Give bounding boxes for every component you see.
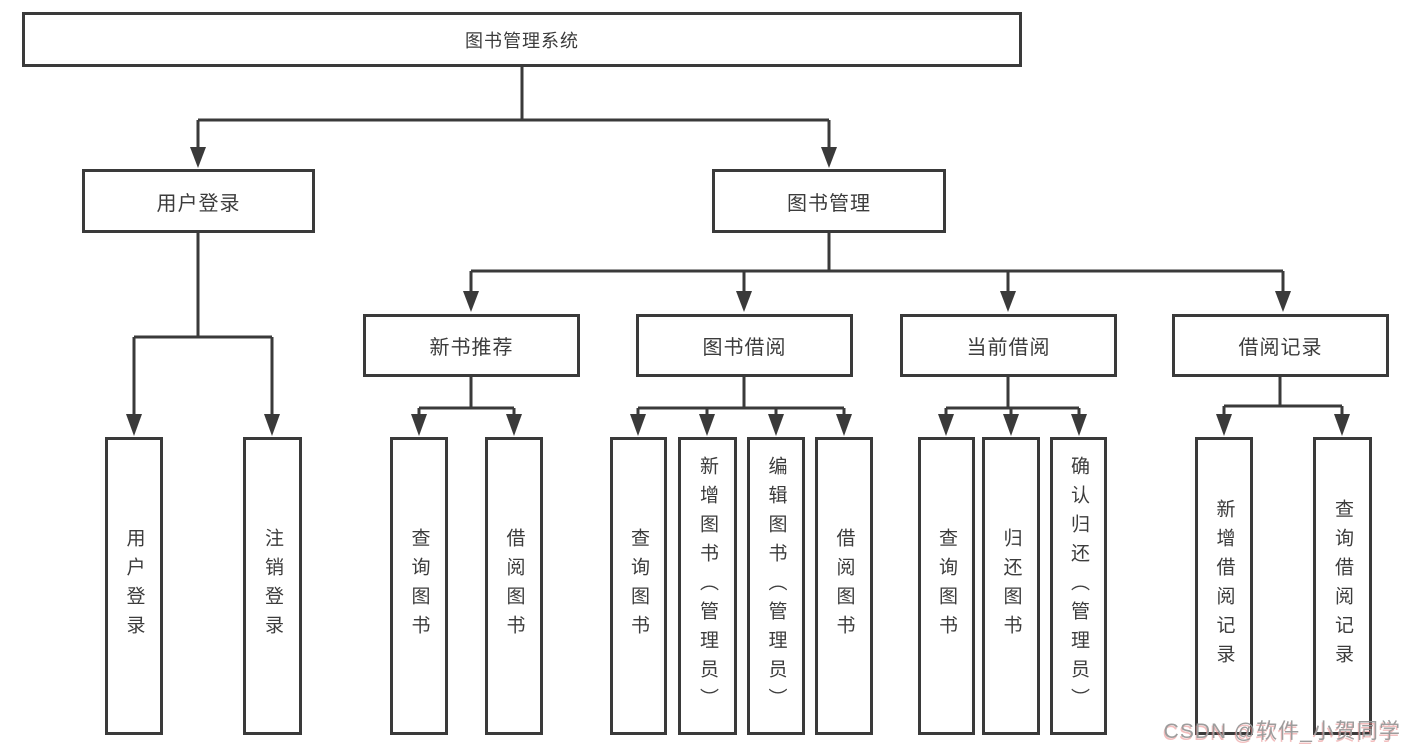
leaf-add-book-admin-label: 新增图书（管理员） [697,455,718,717]
leaf-query-borrow-record-label: 查询借阅记录 [1332,499,1353,673]
csdn-watermark: CSDN @软件_小贺同学 [1163,720,1401,743]
arrowheads [126,147,1350,436]
leaf-logout: 注销登录 [243,437,302,735]
leaf-recommend-borrow-book: 借阅图书 [485,437,543,735]
leaf-return-book: 归还图书 [982,437,1040,735]
leaf-borrow-borrow-book-label: 借阅图书 [833,528,855,644]
node-book-management-label: 图书管理 [787,192,871,215]
leaf-recommend-borrow-book-label: 借阅图书 [503,528,525,644]
node-user-login-label: 用户登录 [156,192,241,215]
node-new-book-recommend: 新书推荐 [363,314,580,377]
leaf-borrow-query-book: 查询图书 [610,437,667,735]
leaf-return-book-label: 归还图书 [1000,528,1022,644]
node-user-login: 用户登录 [82,169,315,233]
node-book-borrow-label: 图书借阅 [702,337,787,359]
leaf-query-borrow-record: 查询借阅记录 [1313,437,1372,735]
leaf-recommend-query-book: 查询图书 [390,437,448,735]
node-book-management: 图书管理 [712,169,946,233]
node-root: 图书管理系统 [22,12,1022,67]
node-current-borrow: 当前借阅 [900,314,1117,377]
leaf-add-book-admin: 新增图书（管理员） [678,437,737,735]
leaf-user-login-label: 用户登录 [123,528,145,644]
leaf-edit-book-admin-label: 编辑图书（管理员） [765,455,787,717]
leaf-user-login: 用户登录 [105,437,163,735]
node-borrow-records: 借阅记录 [1172,314,1389,377]
node-borrow-records-label: 借阅记录 [1238,337,1323,359]
leaf-borrow-borrow-book: 借阅图书 [815,437,873,735]
leaf-borrow-query-book-label: 查询图书 [628,528,649,644]
leaf-recommend-query-book-label: 查询图书 [408,528,430,644]
node-current-borrow-label: 当前借阅 [966,337,1051,359]
leaf-confirm-return-admin: 确认归还（管理员） [1050,437,1107,735]
leaf-edit-book-admin: 编辑图书（管理员） [747,437,805,735]
leaf-add-borrow-record-label: 新增借阅记录 [1213,499,1235,673]
node-root-label: 图书管理系统 [465,30,579,51]
leaf-current-query-book-label: 查询图书 [936,528,957,644]
node-book-borrow: 图书借阅 [636,314,853,377]
leaf-logout-label: 注销登录 [262,528,283,644]
node-new-book-recommend-label: 新书推荐 [429,337,514,359]
leaf-current-query-book: 查询图书 [918,437,975,735]
leaf-confirm-return-admin-label: 确认归还（管理员） [1068,455,1089,717]
leaf-add-borrow-record: 新增借阅记录 [1195,437,1253,735]
